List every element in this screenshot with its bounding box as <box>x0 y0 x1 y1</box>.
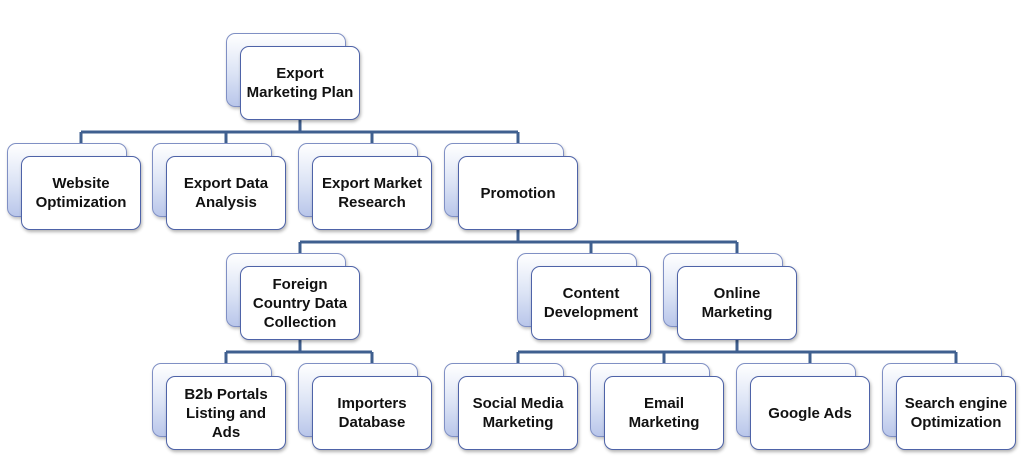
node-box: B2b Portals Listing and Ads <box>166 376 286 450</box>
node-box: Export Marketing Plan <box>240 46 360 120</box>
node-label: Export Market Research <box>321 175 423 211</box>
node-box: Online Marketing <box>677 266 797 340</box>
node-box: Export Market Research <box>312 156 432 230</box>
node-label: B2b Portals Listing and Ads <box>184 385 268 441</box>
node-label: Online Marketing <box>701 285 773 321</box>
node-box: Export Data Analysis <box>166 156 286 230</box>
node-label: Promotion <box>480 184 556 202</box>
node-label: Foreign Country Data Collection <box>252 275 348 331</box>
node-box: Promotion <box>458 156 578 230</box>
node-box: Content Development <box>531 266 651 340</box>
node-box: Google Ads <box>750 376 870 450</box>
node-label: Email Marketing <box>628 395 700 431</box>
node-box: Search engine Optimization <box>896 376 1016 450</box>
node-box: Foreign Country Data Collection <box>240 266 360 340</box>
node-label: Social Media Marketing <box>472 395 564 431</box>
node-label: Website Optimization <box>35 175 127 211</box>
node-box: Social Media Marketing <box>458 376 578 450</box>
node-label: Export Marketing Plan <box>246 65 354 101</box>
node-label: Google Ads <box>768 404 852 422</box>
node-box: Website Optimization <box>21 156 141 230</box>
node-label: Content Development <box>543 285 639 321</box>
node-box: Email Marketing <box>604 376 724 450</box>
node-label: Search engine Optimization <box>904 395 1008 431</box>
node-label: Export Data Analysis <box>183 175 269 211</box>
node-label: Importers Database <box>337 395 407 431</box>
node-box: Importers Database <box>312 376 432 450</box>
